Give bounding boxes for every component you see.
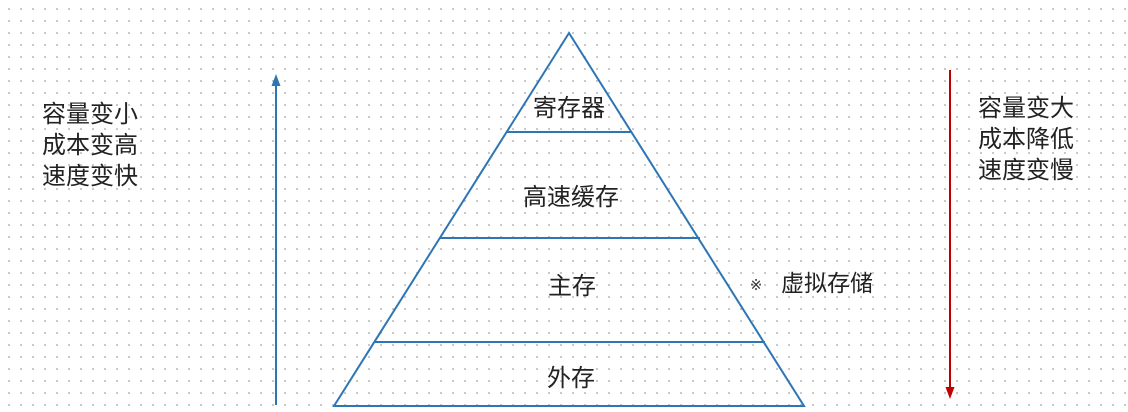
- pyramid-outline: [332, 31, 806, 407]
- level-label-registers: 寄存器: [533, 94, 605, 122]
- right-trend-text: 容量变大 成本降低 速度变慢: [978, 93, 1074, 186]
- level-label-main-memory: 主存: [548, 272, 596, 300]
- level-label-cache: 高速缓存: [523, 183, 619, 211]
- down-arrow-head: [945, 387, 955, 399]
- note-virtual-memory: 虚拟存储: [781, 271, 873, 297]
- right-trend-line-1: 容量变大: [978, 94, 1074, 122]
- left-trend-line-1: 容量变小: [42, 100, 138, 128]
- note-symbol: ※: [750, 276, 763, 294]
- left-trend-text: 容量变小 成本变高 速度变快: [42, 99, 138, 192]
- right-trend-line-2: 成本降低: [978, 125, 1074, 153]
- level-label-external-storage: 外存: [547, 364, 595, 392]
- left-trend-line-3: 速度变快: [42, 162, 138, 190]
- right-trend-line-3: 速度变慢: [978, 156, 1074, 184]
- up-arrow-head: [271, 74, 281, 86]
- left-trend-line-2: 成本变高: [42, 131, 138, 159]
